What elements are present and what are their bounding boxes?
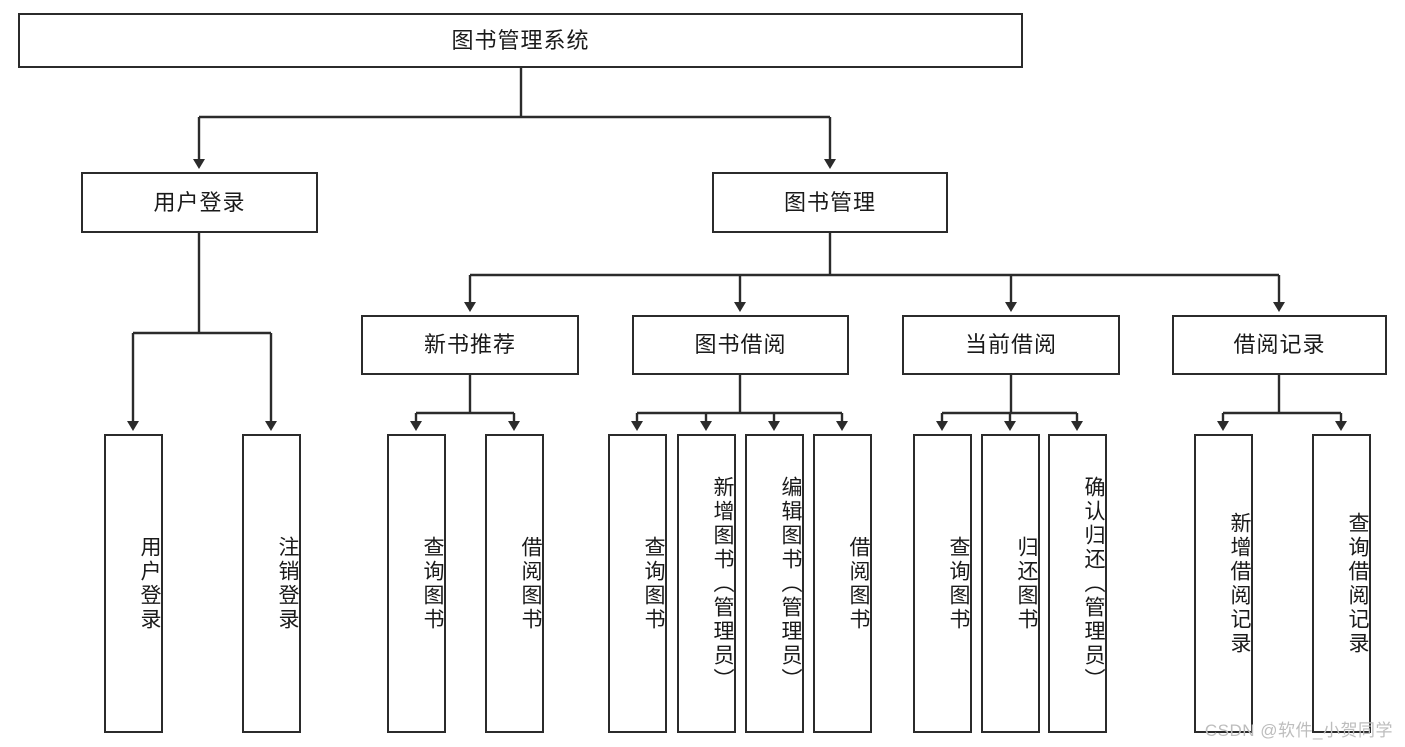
- level2-node-1[interactable]: 用户登录: [81, 172, 318, 233]
- leaf-node-5[interactable]: 查询图书: [608, 434, 667, 733]
- leaf-node-3[interactable]: 查询图书: [387, 434, 446, 733]
- leaf-node-11[interactable]: 确认归还（管理员）: [1048, 434, 1107, 733]
- node-label: 新书推荐: [423, 332, 516, 358]
- leaf-node-9[interactable]: 查询图书: [913, 434, 972, 733]
- level3-node-3[interactable]: 当前借阅: [902, 315, 1120, 375]
- node-label: 图书管理: [783, 189, 876, 215]
- node-label: 注销登录: [276, 535, 299, 632]
- node-label: 查询图书: [947, 535, 970, 632]
- node-label: 当前借阅: [964, 332, 1057, 358]
- level3-node-1[interactable]: 新书推荐: [361, 315, 579, 375]
- leaf-node-4[interactable]: 借阅图书: [485, 434, 544, 733]
- level2-node-2[interactable]: 图书管理: [712, 172, 948, 233]
- leaf-node-7[interactable]: 编辑图书（管理员）: [745, 434, 804, 733]
- leaf-node-6[interactable]: 新增图书（管理员）: [677, 434, 736, 733]
- node-label: 编辑图书（管理员）: [779, 475, 802, 692]
- node-label: 借阅图书: [847, 535, 870, 632]
- node-label: 确认归还（管理员）: [1082, 475, 1105, 692]
- leaf-node-10[interactable]: 归还图书: [981, 434, 1040, 733]
- node-label: 图书借阅: [694, 332, 787, 358]
- node-label: 新增借阅记录: [1228, 511, 1251, 656]
- csdn-watermark: CSDN @软件_小贺同学: [1204, 721, 1393, 740]
- node-label: 借阅图书: [519, 535, 542, 632]
- node-label: 查询借阅记录: [1346, 511, 1369, 656]
- level3-node-4[interactable]: 借阅记录: [1172, 315, 1387, 375]
- level3-node-2[interactable]: 图书借阅: [632, 315, 849, 375]
- node-label: 查询图书: [421, 535, 444, 632]
- leaf-node-2[interactable]: 注销登录: [242, 434, 301, 733]
- leaf-node-12[interactable]: 新增借阅记录: [1194, 434, 1253, 733]
- node-label: 借阅记录: [1233, 332, 1326, 358]
- leaf-node-13[interactable]: 查询借阅记录: [1312, 434, 1371, 733]
- leaf-node-8[interactable]: 借阅图书: [813, 434, 872, 733]
- node-label: 图书管理系统: [451, 27, 590, 53]
- node-label: 用户登录: [138, 535, 161, 632]
- root-node-1[interactable]: 图书管理系统: [18, 13, 1023, 68]
- node-label: 归还图书: [1015, 535, 1038, 632]
- node-label: 用户登录: [153, 189, 246, 215]
- node-label: 新增图书（管理员）: [711, 475, 734, 692]
- leaf-node-1[interactable]: 用户登录: [104, 434, 163, 733]
- node-label: 查询图书: [642, 535, 665, 632]
